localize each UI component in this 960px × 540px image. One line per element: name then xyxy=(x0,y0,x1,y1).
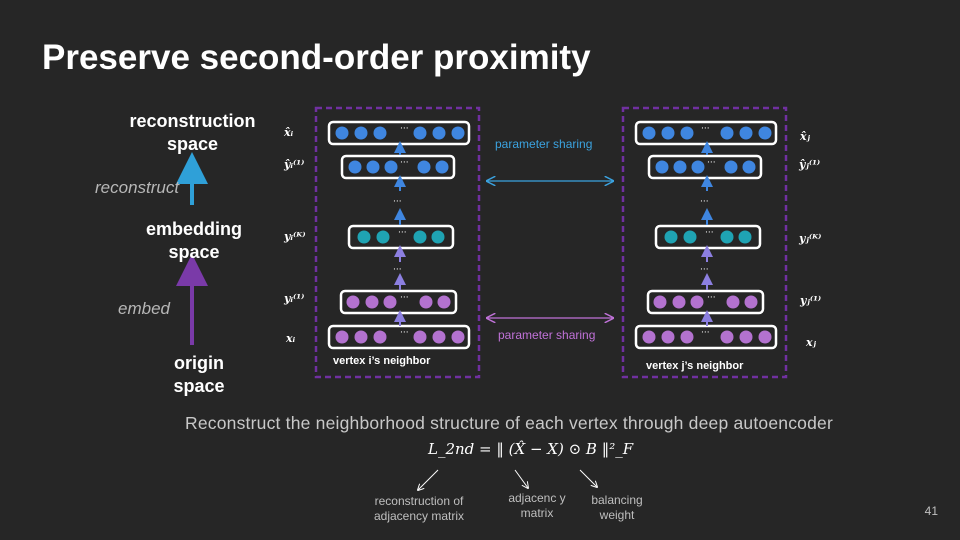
embed-label: embed xyxy=(118,299,170,318)
svg-text:···: ··· xyxy=(400,124,409,134)
slide-description: Reconstruct the neighborhood structure o… xyxy=(185,413,833,433)
anno-arrow-2 xyxy=(514,469,528,488)
svg-text:···: ··· xyxy=(700,265,709,275)
embedding-space-label: embedding space xyxy=(145,219,242,262)
left-label-yK: yᵢ⁽ᴷ⁾ xyxy=(284,230,306,243)
svg-text:···: ··· xyxy=(400,158,409,168)
origin-space-label: origin space xyxy=(173,353,225,396)
anno-balancing: balancing weight xyxy=(591,493,643,522)
left-model-layers: ··· ··· ··· ··· ··· ··· ··· xyxy=(327,120,471,350)
right-model-caption: vertex j’s neighbor xyxy=(646,360,744,372)
anno-arrow-1 xyxy=(418,469,439,490)
param-share-top-label: parameter sharing xyxy=(495,137,593,151)
left-label-y1: yᵢ⁽¹⁾ xyxy=(284,292,305,305)
svg-text:···: ··· xyxy=(393,265,402,275)
right-label-yhat1: ŷⱼ⁽¹⁾ xyxy=(799,158,821,171)
right-model-layers: ··· ··· ··· ··· ··· ··· ··· xyxy=(634,120,778,350)
svg-text:···: ··· xyxy=(705,228,714,238)
svg-text:···: ··· xyxy=(400,328,409,338)
param-share-bottom-label: parameter sharing xyxy=(498,328,596,342)
left-label-yhat1: ŷᵢ⁽¹⁾ xyxy=(284,158,305,171)
svg-text:···: ··· xyxy=(701,328,710,338)
anno-adjacency: adjacenc y matrix xyxy=(508,491,566,520)
left-model-box xyxy=(314,106,481,379)
page-number: 41 xyxy=(924,504,938,518)
svg-text:···: ··· xyxy=(701,124,710,134)
left-label-x: xᵢ xyxy=(286,332,296,345)
svg-text:···: ··· xyxy=(398,228,407,238)
right-label-yK: yⱼ⁽ᴷ⁾ xyxy=(799,232,822,245)
right-label-y1: yⱼ⁽¹⁾ xyxy=(800,294,822,307)
right-label-x: xⱼ xyxy=(806,336,817,349)
reconstruction-space-label: reconstruction space xyxy=(129,111,256,154)
left-label-xhat: x̂ᵢ xyxy=(284,126,294,139)
svg-text:···: ··· xyxy=(393,197,402,207)
svg-text:···: ··· xyxy=(700,197,709,207)
svg-text:···: ··· xyxy=(400,293,409,303)
right-label-xhat: x̂ⱼ xyxy=(800,130,811,143)
svg-text:···: ··· xyxy=(707,293,716,303)
slide-title: Preserve second-order proximity xyxy=(42,38,591,77)
anno-arrow-3 xyxy=(579,469,597,487)
svg-text:···: ··· xyxy=(707,158,716,168)
anno-reconstruction: reconstruction of adjacency matrix xyxy=(373,494,465,523)
reconstruct-label: reconstruct xyxy=(95,178,180,197)
left-model-caption: vertex i’s neighbor xyxy=(333,355,431,367)
right-model-box xyxy=(621,106,788,379)
loss-formula: L_2nd = ‖ (X̂ − X) ⊙ B ‖²_F xyxy=(428,440,634,458)
